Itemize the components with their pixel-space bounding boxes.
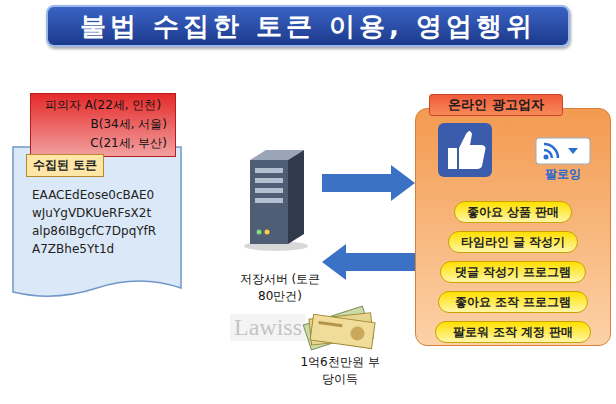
flow-arrow <box>346 253 415 271</box>
suspect-text: C(21세, 부산) <box>90 135 167 152</box>
token-value: EAACEdEose0cBAE0 wJuYgVDKUeRFsX2t alp86I… <box>32 186 178 258</box>
like-icon-hand <box>459 131 486 169</box>
document-shape <box>13 147 181 296</box>
service-label: 댓글 작성기 프로그램 <box>441 262 585 282</box>
rss-icon <box>536 138 590 164</box>
follow-label: 팔로잉 <box>536 166 590 183</box>
storage-server: 저장서버 (토큰 80만건) <box>238 145 322 305</box>
service-pill: 좋아요 조작 프로그램 <box>438 291 588 313</box>
flow-arrow <box>322 174 391 192</box>
server-front <box>250 160 288 244</box>
service-label: 좋아요 상품 판매 <box>455 202 571 222</box>
server-icon <box>244 150 308 251</box>
like-icon-bg <box>438 123 492 177</box>
service-pill: 타임라인 글 작성기 <box>448 231 578 253</box>
watermark: Lawiss <box>230 314 306 341</box>
banknote <box>310 314 375 348</box>
suspect-box: 피의자 A(22세, 인천) B(34세, 서울) C(21세, 부산) <box>30 93 176 157</box>
server-top <box>250 150 304 160</box>
like-icon <box>438 123 492 177</box>
advertiser-box: 온라인 광고업자좋아요 상품 판매타임라인 글 작성기댓글 작성기 프로그램좋아… <box>415 108 611 346</box>
rss-arc <box>544 150 552 158</box>
profit-label: 1억6천만원 부당이득 <box>296 354 384 388</box>
banknote-portrait <box>350 326 366 342</box>
server-slot <box>255 198 283 203</box>
dropdown-triangle <box>568 148 578 154</box>
server-slot <box>255 178 283 183</box>
service-pill: 좋아요 상품 판매 <box>454 201 572 223</box>
service-label: 좋아요 조작 프로그램 <box>439 292 587 312</box>
token-tab: 수집된 토큰 <box>26 154 104 177</box>
banknote <box>309 313 373 345</box>
server-label: 저장서버 (토큰 80만건) <box>238 271 322 305</box>
service-label: 타임라인 글 작성기 <box>449 232 577 252</box>
rss-icon-bg <box>536 138 590 164</box>
server-slot <box>255 188 283 193</box>
token-document: 수집된 토큰 EAACEdEose0cBAE0 wJuYgVDKUeRFsX2t … <box>12 146 182 302</box>
server-shadow <box>244 241 308 251</box>
rss-dot <box>544 155 549 160</box>
service-pill: 댓글 작성기 프로그램 <box>440 261 586 283</box>
service-label: 팔로워 조작 계정 판매 <box>436 322 590 342</box>
like-icon-cuff <box>448 148 457 169</box>
server-light <box>265 230 270 235</box>
server-slot <box>255 168 283 173</box>
money-icon <box>303 306 375 350</box>
suspect-text: B(34세, 서울) <box>91 116 168 133</box>
banknote <box>303 306 370 350</box>
advertiser-header: 온라인 광고업자 <box>429 94 563 116</box>
service-pill: 팔로워 조작 계정 판매 <box>435 321 591 343</box>
banknote-mark <box>318 321 342 327</box>
title-banner: 불법 수집한 토큰 이용, 영업행위 <box>46 5 570 47</box>
server-light <box>257 230 262 235</box>
banknote-front <box>310 314 375 348</box>
suspect-text: 피의자 A(22세, 인천) <box>31 97 175 114</box>
rss-arc <box>544 144 558 158</box>
server-side <box>288 150 304 244</box>
